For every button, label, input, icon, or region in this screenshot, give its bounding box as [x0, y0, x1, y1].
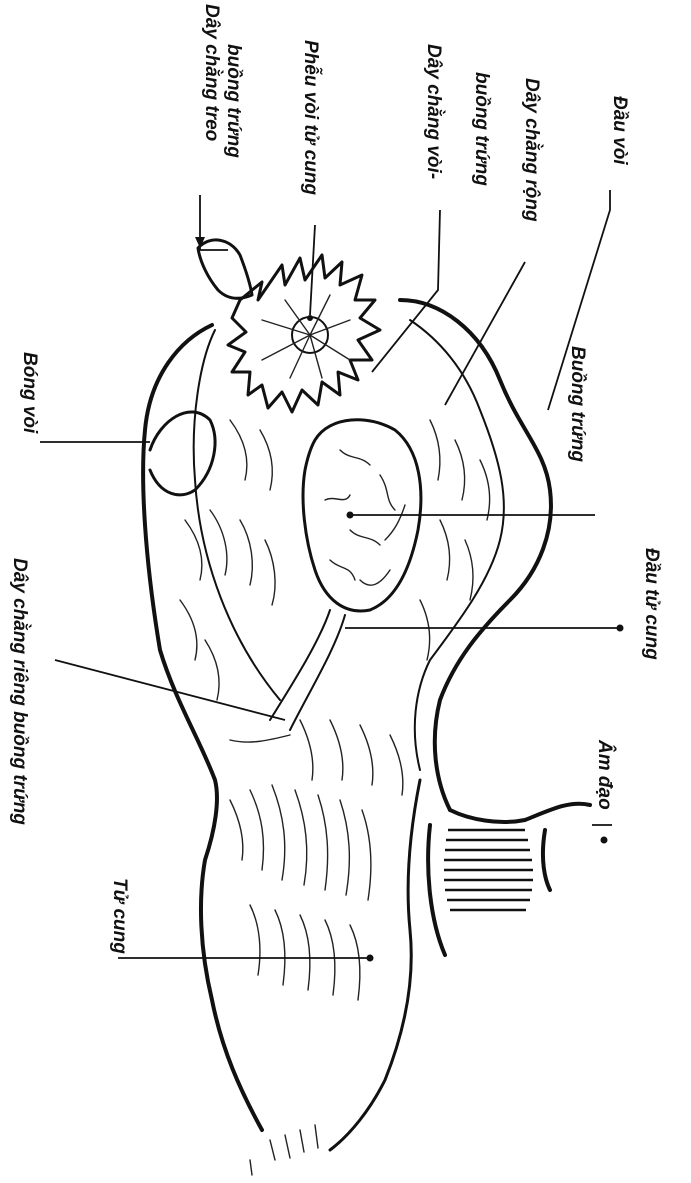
outline-lower — [400, 300, 551, 810]
leader-day-chang-rong — [445, 262, 525, 405]
tube-hatching — [180, 420, 490, 700]
label-day-chang-treo-line1: Dây chằng treo — [201, 4, 223, 141]
label-day-chang-rong: Dây chằng rộng — [521, 78, 543, 222]
label-buong-trung: Buồng trứng — [567, 346, 588, 462]
outline-tube-inner — [194, 330, 280, 700]
labels: Dây chằng treo buồng trứng Phễu vòi tử c… — [9, 4, 662, 954]
label-tu-cung: Tử cung — [109, 878, 130, 954]
leader-dot-am-dao — [601, 837, 608, 844]
label-day-chang-rieng-buong-trung: Dây chằng riêng buồng trứng — [9, 558, 31, 825]
leader-day-chang-rieng — [55, 660, 285, 720]
leader-dot-dau-tu-cung — [617, 625, 624, 632]
label-day-chang-treo-line2: buồng trứng — [223, 44, 244, 158]
label-day-chang-voi-line1: Dây chằng vòi- — [423, 44, 445, 179]
leader-dot-pheu — [307, 315, 313, 321]
outline-ampulla — [150, 412, 215, 495]
label-pheu-voi-tu-cung: Phễu vòi tử cung — [300, 40, 322, 195]
ovary-texture — [325, 450, 405, 585]
anatomy-drawing — [143, 240, 590, 1175]
leader-dot-tu-cung — [367, 955, 374, 962]
suspensory-ligament-shape — [198, 240, 252, 298]
outline-uterus-lower — [330, 780, 420, 1150]
label-dau-tu-cung: Đầu tử cung — [641, 548, 662, 660]
stump-hatching — [250, 1125, 318, 1175]
infundibulum-rays — [262, 295, 350, 378]
leader-lines — [40, 190, 624, 962]
outline-lower-inner — [410, 320, 504, 770]
label-dau-voi: Đầu vòi — [609, 96, 630, 165]
cervix-hatching — [444, 830, 533, 910]
leader-day-chang-voi-buong-trung — [372, 210, 440, 372]
label-day-chang-voi-line2: buồng trứng — [471, 72, 492, 186]
label-am-dao: Âm đạo — [594, 739, 616, 810]
label-bong-voi: Bóng vòi — [19, 352, 40, 434]
leader-dot-buong-trung — [347, 512, 354, 519]
ovarian-ligament-shape — [270, 610, 345, 730]
